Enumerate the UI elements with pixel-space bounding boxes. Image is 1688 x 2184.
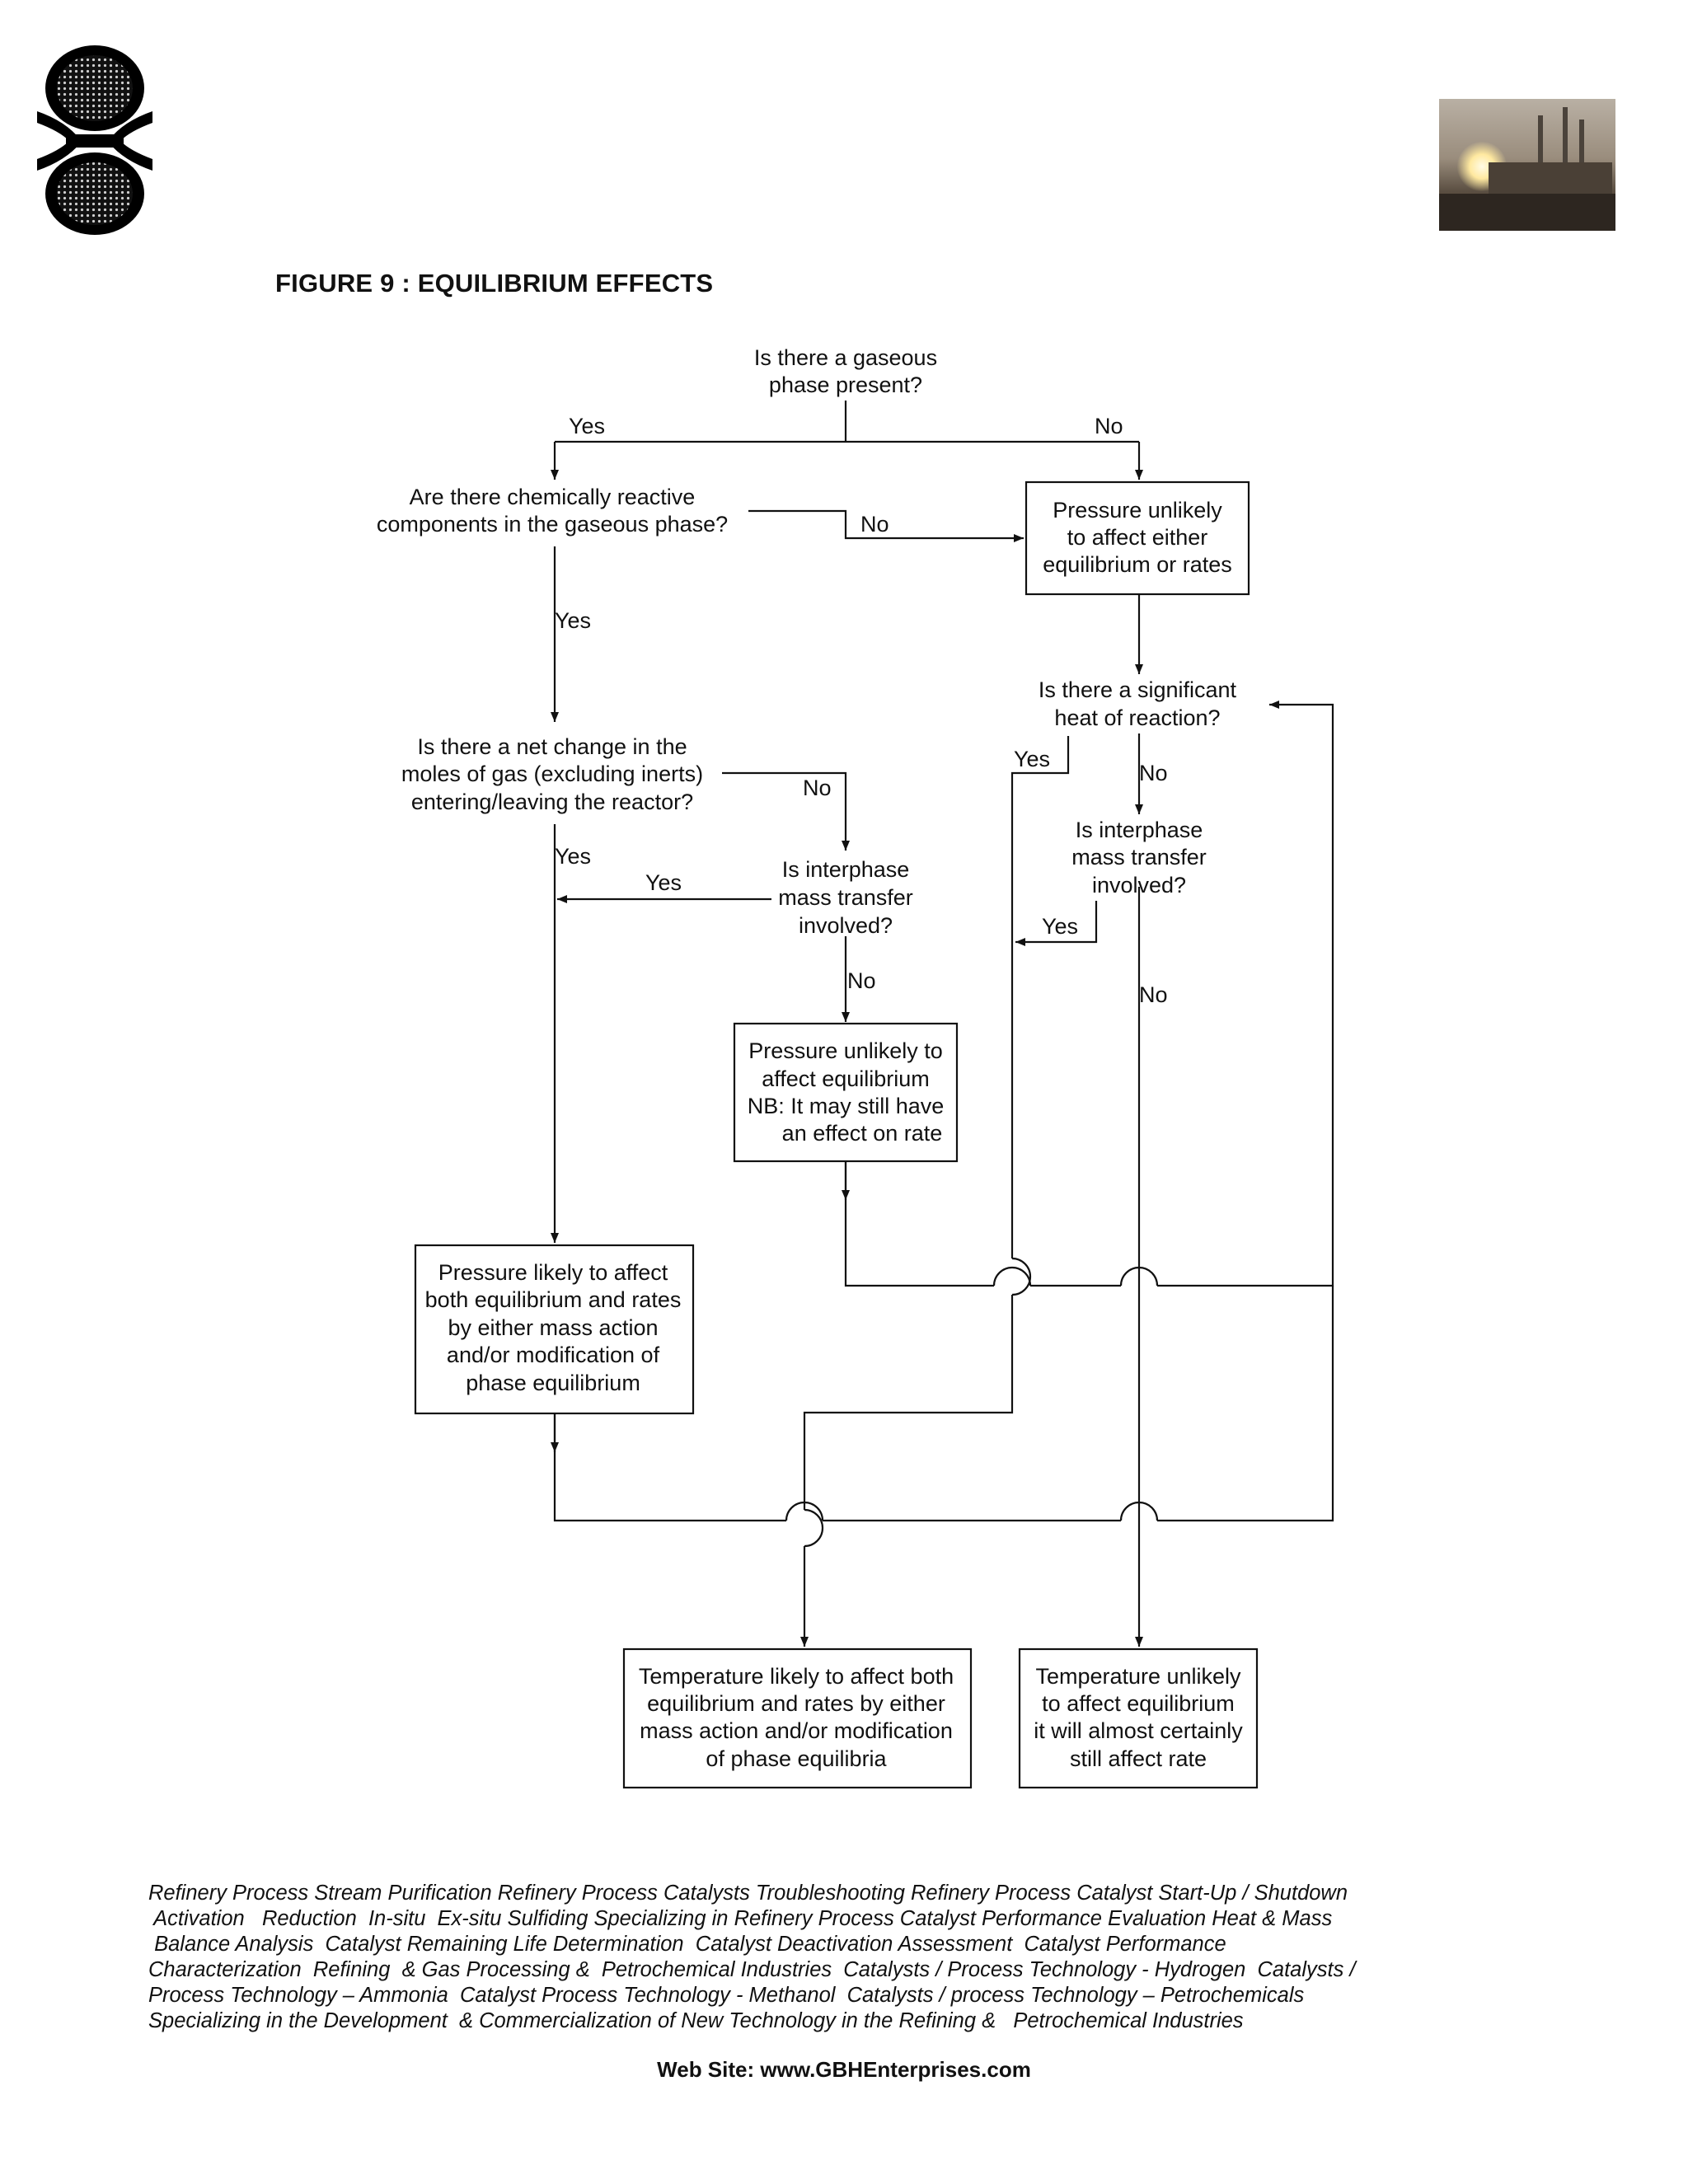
label-yes-gaseous: Yes (569, 414, 605, 438)
box-pressure-likely-2: both equilibrium and rates (425, 1287, 682, 1312)
website-link[interactable]: Web Site: www.GBHEnterprises.com (657, 2057, 1031, 2082)
box-pressure-likely-5: phase equilibrium (466, 1371, 640, 1395)
footer-line: Activation Reduction In-situ Ex-situ Sul… (148, 1907, 1333, 1930)
box-temp-likely-1: Temperature likely to affect both (639, 1664, 954, 1689)
q-interphase-left-2: mass transfer (778, 885, 913, 910)
box-temp-likely (622, 1647, 973, 1789)
figure-title: FIGURE 9 : EQUILIBRIUM EFFECTS (275, 269, 714, 298)
q-net-change-2: moles of gas (excluding inerts) (401, 762, 703, 786)
box-pressure-unlikely-eq (733, 1022, 959, 1163)
q-interphase-right-3: involved? (1092, 873, 1186, 898)
box-temp-likely-2: equilibrium and rates by either (647, 1691, 945, 1716)
label-yes-net-change: Yes (555, 844, 591, 869)
label-yes-reactive: Yes (555, 608, 591, 633)
box-temp-unlikely-1: Temperature unlikely (1035, 1664, 1241, 1689)
q-interphase-left-3: involved? (799, 913, 893, 938)
q-gaseous-1: Is there a gaseous (754, 345, 937, 370)
box-pressure-unlikely-eq-4: an effect on rate (782, 1121, 943, 1146)
label-no-interphase-left: No (847, 968, 876, 993)
box-pressure-likely-1: Pressure likely to affect (438, 1260, 668, 1285)
q-net-change-1: Is there a net change in the (417, 734, 687, 759)
box-temp-unlikely-4: still affect rate (1070, 1746, 1207, 1771)
box-temp-likely-3: mass action and/or modification (640, 1718, 953, 1743)
box-pressure-unlikely-eq-3: NB: It may still have (748, 1094, 945, 1118)
q-gaseous-2: phase present? (769, 373, 922, 397)
footer-text: Refinery Process Stream Purification Ref… (148, 1881, 1434, 2034)
label-no-reactive: No (860, 512, 889, 537)
q-interphase-right-2: mass transfer (1071, 845, 1207, 869)
box-pressure-likely-3: by either mass action (448, 1315, 658, 1340)
box-temp-unlikely-2: to affect equilibrium (1042, 1691, 1235, 1716)
q-reactive-1: Are there chemically reactive (410, 485, 696, 509)
box-pressure-unlikely-2: to affect either (1067, 525, 1208, 550)
label-no-net-change: No (803, 776, 832, 800)
footer-line: Balance Analysis Catalyst Remaining Life… (148, 1933, 1226, 1956)
footer-line: Characterization Refining & Gas Processi… (148, 1958, 1356, 1981)
q-heat-2: heat of reaction? (1054, 705, 1220, 730)
box-temp-unlikely-3: it will almost certainly (1034, 1718, 1243, 1743)
box-pressure-unlikely (1025, 480, 1250, 596)
box-temp-likely-4: of phase equilibria (706, 1746, 887, 1771)
box-pressure-likely (414, 1244, 695, 1415)
label-no-interphase-right: No (1139, 982, 1168, 1007)
label-no-heat: No (1139, 761, 1168, 785)
footer-line: Specializing in the Development & Commer… (148, 2009, 1244, 2032)
q-reactive-2: components in the gaseous phase? (377, 512, 728, 537)
box-pressure-unlikely-eq-1: Pressure unlikely to (748, 1038, 943, 1063)
label-yes-interphase-left: Yes (645, 870, 682, 895)
q-interphase-left-1: Is interphase (782, 857, 910, 882)
box-temp-unlikely (1018, 1647, 1259, 1789)
company-logo (37, 45, 152, 235)
footer-line: Refinery Process Stream Purification Ref… (148, 1882, 1348, 1905)
box-pressure-unlikely-3: equilibrium or rates (1043, 552, 1232, 577)
q-heat-1: Is there a significant (1039, 677, 1237, 702)
refinery-photo (1439, 99, 1615, 231)
label-yes-interphase-right: Yes (1042, 914, 1078, 939)
label-no-gaseous: No (1095, 414, 1123, 438)
box-pressure-likely-4: and/or modification of (447, 1343, 660, 1367)
q-interphase-right-1: Is interphase (1076, 818, 1203, 842)
label-yes-heat: Yes (1014, 747, 1050, 771)
box-pressure-unlikely-eq-2: affect equilibrium (762, 1066, 930, 1091)
footer-line: Process Technology – Ammonia Catalyst Pr… (148, 1984, 1305, 2007)
q-net-change-3: entering/leaving the reactor? (411, 790, 693, 814)
box-pressure-unlikely-1: Pressure unlikely (1053, 498, 1222, 523)
